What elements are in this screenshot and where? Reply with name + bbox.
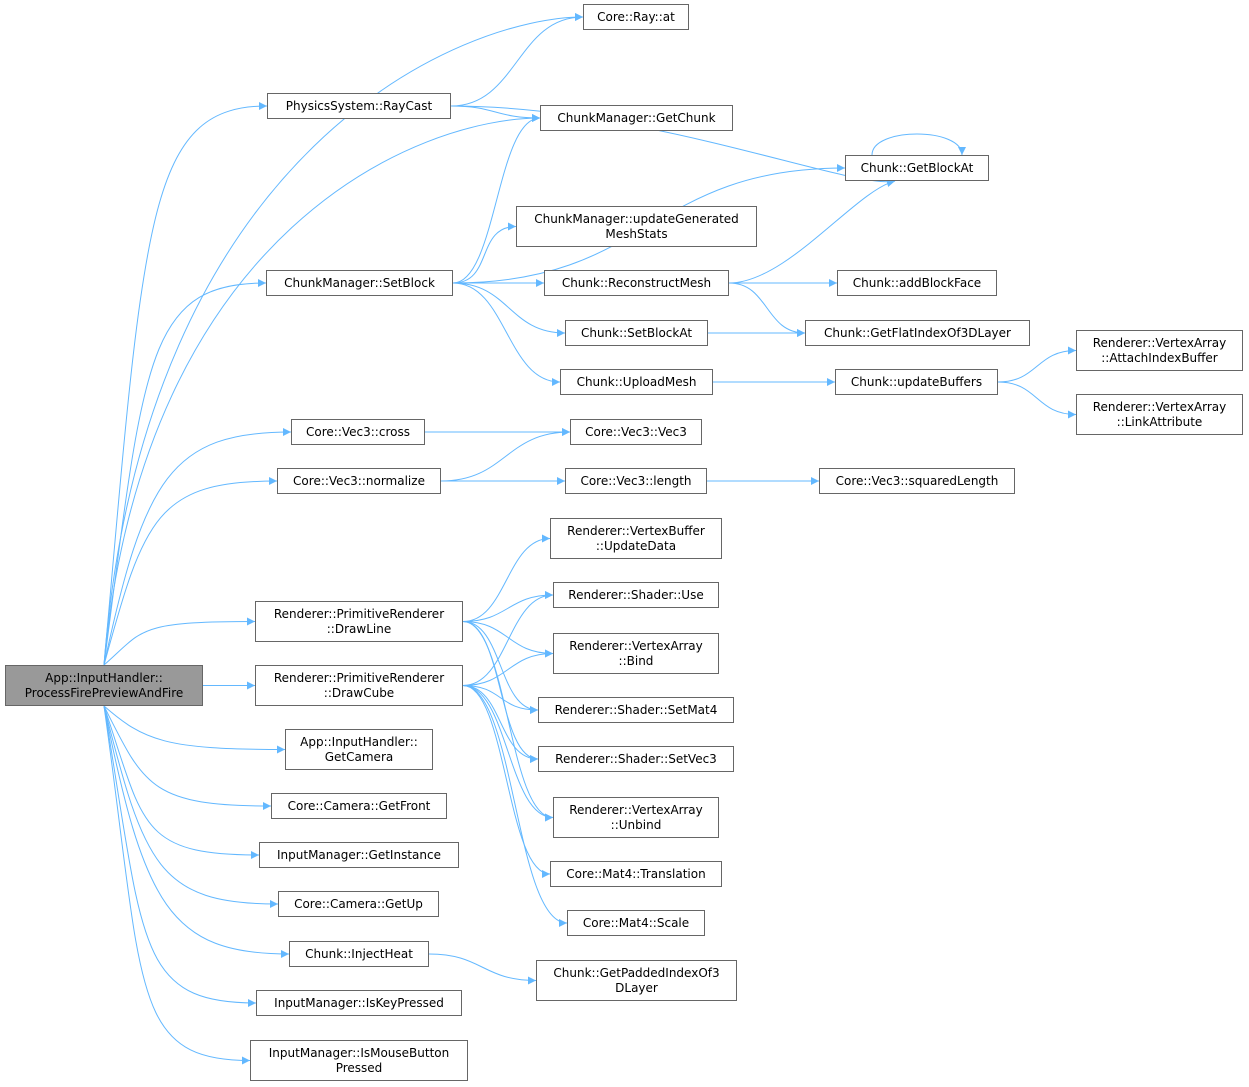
node-drawline[interactable]: Renderer::PrimitiveRenderer ::DrawLine (255, 601, 463, 642)
edge-drawline-to-vabind (462, 621, 554, 658)
node-updbuffers[interactable]: Chunk::updateBuffers (835, 369, 998, 395)
edge-setblock-to-setblockat (452, 282, 566, 337)
node-setblockat[interactable]: Chunk::SetBlockAt (565, 320, 708, 346)
edge-reconstruct-to-flatidx (728, 282, 806, 337)
edge-drawline-to-vaunbind (462, 621, 554, 822)
edge-drawcube-to-vabind (462, 649, 554, 686)
node-vabind[interactable]: Renderer::VertexArray ::Bind (553, 633, 719, 674)
edge-drawline-to-vbupdate (462, 534, 551, 622)
edge-root-to-getcamera (103, 705, 286, 754)
node-linkattr[interactable]: Renderer::VertexArray ::LinkAttribute (1076, 394, 1243, 435)
node-keypressed[interactable]: InputManager::IsKeyPressed (256, 990, 462, 1016)
node-scale[interactable]: Core::Mat4::Scale (567, 910, 705, 936)
node-raycast[interactable]: PhysicsSystem::RayCast (267, 93, 451, 119)
edge-drawcube-to-vaunbind (462, 685, 554, 822)
edge-drawline-to-setmat4 (462, 621, 539, 714)
node-rayat[interactable]: Core::Ray::at (583, 4, 689, 30)
node-vec3[interactable]: Core::Vec3::Vec3 (570, 419, 702, 445)
edge-drawcube-to-translation (462, 685, 551, 878)
edge-drawcube-to-setmat4 (462, 685, 539, 714)
edge-root-to-getinstance (103, 705, 260, 859)
edge-injectheat-to-paddedidx (428, 953, 537, 985)
node-sqlen[interactable]: Core::Vec3::squaredLength (819, 468, 1015, 494)
node-attachidx[interactable]: Renderer::VertexArray ::AttachIndexBuffe… (1076, 330, 1243, 371)
node-getcamera[interactable]: App::InputHandler:: GetCamera (285, 729, 433, 770)
node-drawcube[interactable]: Renderer::PrimitiveRenderer ::DrawCube (255, 665, 463, 706)
node-normalize[interactable]: Core::Vec3::normalize (277, 468, 441, 494)
edge-drawcube-to-scale (462, 685, 568, 927)
edge-reconstruct-to-getblockat (728, 179, 896, 284)
node-addface[interactable]: Chunk::addBlockFace (837, 270, 997, 296)
node-vbupdate[interactable]: Renderer::VertexBuffer ::UpdateData (550, 518, 722, 559)
node-cross[interactable]: Core::Vec3::cross (291, 419, 425, 445)
edge-root-to-raycast (103, 102, 268, 666)
node-getblockat[interactable]: Chunk::GetBlockAt (845, 155, 989, 181)
edge-raycast-to-rayat (450, 13, 584, 107)
node-setmat4[interactable]: Renderer::Shader::SetMat4 (538, 697, 734, 723)
node-translation[interactable]: Core::Mat4::Translation (550, 861, 722, 887)
node-mousepressed[interactable]: InputManager::IsMouseButton Pressed (250, 1040, 468, 1081)
node-length[interactable]: Core::Vec3::length (565, 468, 707, 494)
edge-root-to-mousepressed (103, 705, 251, 1065)
node-getchunk[interactable]: ChunkManager::GetChunk (540, 105, 733, 131)
node-setblock[interactable]: ChunkManager::SetBlock (266, 270, 453, 296)
edge-updbuffers-to-linkattr (997, 381, 1077, 419)
edge-setblock-to-updstats (452, 222, 517, 284)
node-upload[interactable]: Chunk::UploadMesh (560, 369, 713, 395)
node-flatidx[interactable]: Chunk::GetFlatIndexOf3DLayer (805, 320, 1030, 346)
edge-root-to-cross (103, 428, 292, 666)
node-vaunbind[interactable]: Renderer::VertexArray ::Unbind (553, 797, 719, 838)
edge-drawline-to-shuse (462, 591, 554, 622)
edge-root-to-getup (103, 705, 279, 908)
edge-root-to-injectheat (103, 705, 290, 958)
node-paddedidx[interactable]: Chunk::GetPaddedIndexOf3 DLayer (536, 960, 737, 1001)
edge-updbuffers-to-attachidx (997, 346, 1077, 383)
edge-root-to-setblock (103, 279, 267, 666)
node-root[interactable]: App::InputHandler:: ProcessFirePreviewAn… (5, 665, 203, 706)
edge-root-to-getfront (103, 705, 272, 810)
node-getfront[interactable]: Core::Camera::GetFront (271, 793, 447, 819)
edge-root-to-getchunk (103, 114, 541, 666)
edge-root-to-keypressed (103, 705, 257, 1007)
edge-root-to-normalize (103, 477, 278, 666)
node-getinstance[interactable]: InputManager::GetInstance (259, 842, 459, 868)
node-updstats[interactable]: ChunkManager::updateGenerated MeshStats (516, 206, 757, 247)
node-injectheat[interactable]: Chunk::InjectHeat (289, 941, 429, 967)
edge-drawcube-to-shuse (462, 591, 554, 686)
edge-setblock-to-upload (452, 282, 561, 386)
node-setvec3[interactable]: Renderer::Shader::SetVec3 (538, 746, 734, 772)
edge-root-to-drawline (103, 617, 256, 666)
edge-drawcube-to-setvec3 (462, 685, 539, 763)
edge-root-to-rayat (103, 13, 584, 666)
node-shuse[interactable]: Renderer::Shader::Use (553, 582, 719, 608)
node-reconstruct[interactable]: Chunk::ReconstructMesh (544, 270, 729, 296)
node-getup[interactable]: Core::Camera::GetUp (278, 891, 439, 917)
edge-getblockat-to-getblockat (871, 133, 966, 156)
edge-normalize-to-vec3 (440, 428, 571, 482)
edge-setblock-to-getchunk (452, 114, 541, 284)
